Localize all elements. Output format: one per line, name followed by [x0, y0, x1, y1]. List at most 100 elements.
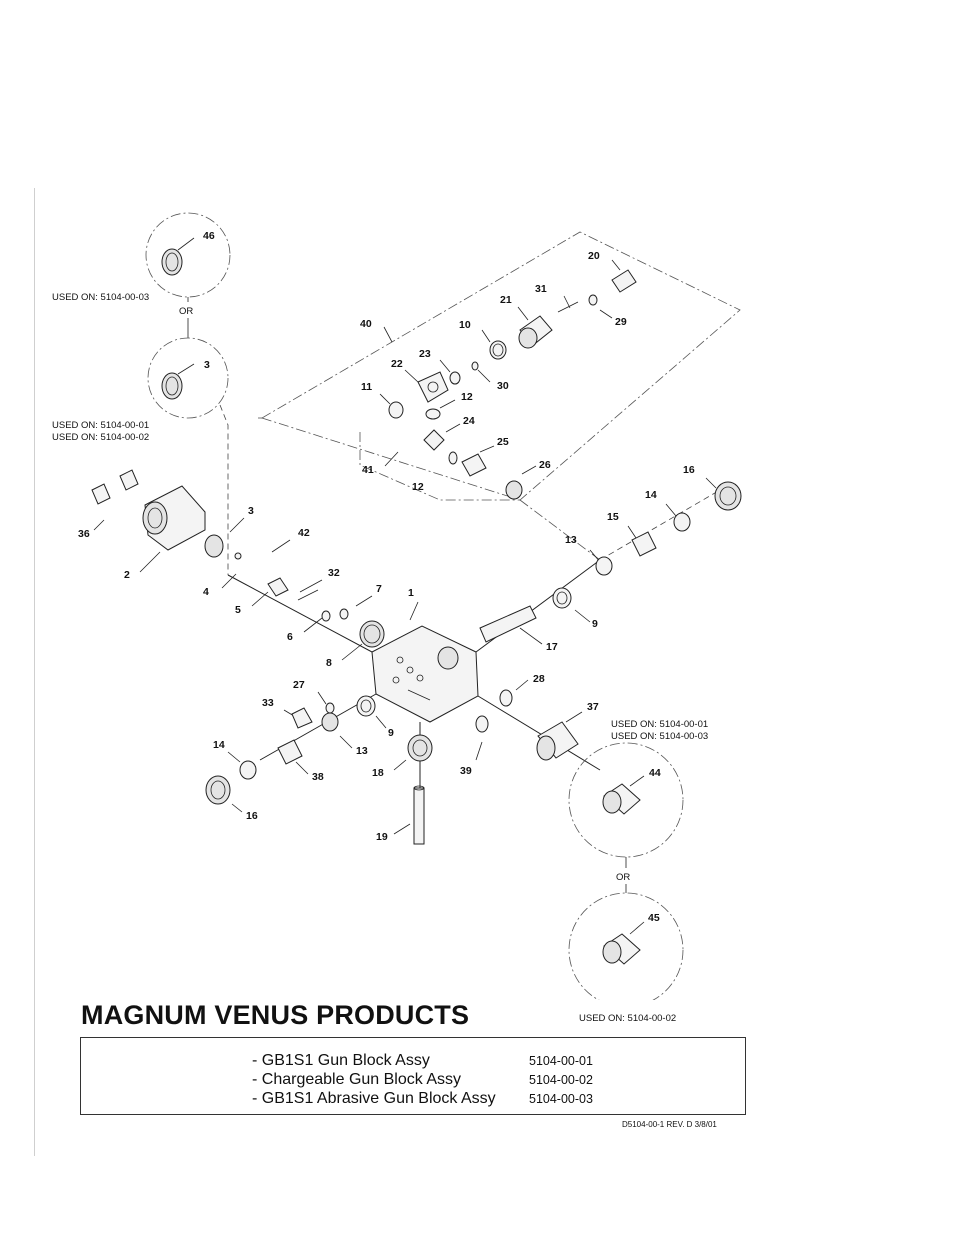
callout-21: 21: [500, 294, 512, 306]
part-3-alt: [161, 372, 183, 400]
brand-title: MAGNUM VENUS PRODUCTS: [81, 1000, 470, 1030]
part-9-right: [552, 587, 572, 609]
part-24: [423, 429, 445, 451]
document-reference: D5104-00-1 REV. D 3/8/01: [622, 1120, 717, 1129]
part-27: [325, 702, 335, 714]
part-13-left: [321, 712, 339, 732]
callout-15: 15: [607, 511, 619, 523]
part-4: [234, 552, 242, 560]
assembly-desc: - GB1S1 Abrasive Gun Block Assy: [252, 1090, 496, 1107]
part-16-left: [205, 775, 231, 805]
callout-3-main: 3: [248, 505, 254, 517]
callout-4: 4: [203, 586, 209, 598]
note-mid-option-1: USED ON: 5104-00-01: [52, 420, 149, 431]
callout-44: 44: [649, 767, 661, 779]
part-20: [611, 269, 637, 293]
detail-circle-44: [568, 742, 684, 858]
callout-23: 23: [419, 348, 431, 360]
assembly-number: 5104-00-01: [529, 1054, 593, 1068]
callout-8: 8: [326, 657, 332, 669]
callout-24: 24: [463, 415, 475, 427]
part-5: [267, 577, 289, 597]
callout-19: 19: [376, 831, 388, 843]
detail-circle-3: [147, 337, 229, 419]
part-2-housing: [144, 485, 206, 551]
part-22: [417, 371, 449, 403]
assembly-row: - GB1S1 Gun Block Assy 5104-00-01: [81, 1052, 745, 1071]
callout-42: 42: [298, 527, 310, 539]
assembly-number: 5104-00-03: [529, 1092, 593, 1106]
callout-26: 26: [539, 459, 551, 471]
assembly-desc: - GB1S1 Gun Block Assy: [252, 1052, 430, 1069]
assembly-row: - GB1S1 Abrasive Gun Block Assy 5104-00-…: [81, 1090, 745, 1109]
assembly-number: 5104-00-02: [529, 1073, 593, 1087]
part-12-upper: [425, 408, 441, 420]
part-36-screw-a: [91, 483, 111, 505]
callout-17: 17: [546, 641, 558, 653]
callout-3-detail: 3: [204, 359, 210, 371]
callout-13-left: 13: [356, 745, 368, 757]
callout-5: 5: [235, 604, 241, 616]
part-12-lower: [448, 451, 458, 465]
callout-20: 20: [588, 250, 600, 262]
detail-circle-46: [145, 212, 231, 298]
callout-9-right: 9: [592, 618, 598, 630]
callout-40: 40: [360, 318, 372, 330]
callout-11: 11: [361, 381, 372, 393]
callout-2: 2: [124, 569, 130, 581]
part-6: [321, 610, 331, 622]
part-30: [471, 361, 479, 371]
part-7: [339, 608, 349, 620]
note-top-or: OR: [179, 306, 193, 317]
part-16-right: [714, 481, 742, 511]
callout-36: 36: [78, 528, 90, 540]
callout-39: 39: [460, 765, 472, 777]
callout-46: 46: [203, 230, 215, 242]
part-11: [388, 401, 404, 419]
part-9-left: [356, 695, 376, 717]
callout-38: 38: [312, 771, 324, 783]
part-23: [449, 371, 461, 385]
note-mid-option-2: USED ON: 5104-00-02: [52, 432, 149, 443]
note-top-option: USED ON: 5104-00-03: [52, 292, 149, 303]
callout-1: 1: [408, 587, 414, 599]
callout-28: 28: [533, 673, 545, 685]
assembly-desc: - Chargeable Gun Block Assy: [252, 1071, 461, 1088]
callout-31: 31: [535, 283, 547, 295]
part-36-screw-b: [119, 469, 139, 491]
part-13-right: [595, 556, 613, 576]
part-17: [479, 605, 537, 643]
part-1-gun-block: [371, 625, 479, 723]
callout-27: 27: [293, 679, 305, 691]
callout-45: 45: [648, 912, 660, 924]
callout-33: 33: [262, 697, 274, 709]
callout-18: 18: [372, 767, 384, 779]
part-28: [499, 689, 513, 707]
callout-25: 25: [497, 436, 509, 448]
callout-13-right: 13: [565, 534, 577, 546]
callout-37: 37: [587, 701, 599, 713]
part-46: [161, 248, 183, 276]
part-14-right: [673, 512, 691, 532]
callout-30: 30: [497, 380, 509, 392]
callout-6: 6: [287, 631, 293, 643]
callout-7: 7: [376, 583, 382, 595]
callout-10: 10: [459, 319, 471, 331]
note-right-option-1: USED ON: 5104-00-01: [611, 719, 708, 730]
callout-9-left: 9: [388, 727, 394, 739]
part-26: [505, 480, 523, 500]
note-bottom-option: USED ON: 5104-00-02: [579, 1013, 677, 1024]
part-33: [291, 707, 313, 729]
part-10: [489, 340, 507, 360]
detail-circle-45: [568, 892, 684, 1000]
callout-16-left: 16: [246, 810, 258, 822]
part-15: [631, 531, 657, 557]
note-right-option-2: USED ON: 5104-00-03: [611, 731, 708, 742]
callout-32: 32: [328, 567, 340, 579]
callout-29: 29: [615, 316, 627, 328]
part-19: [413, 787, 425, 845]
part-38: [277, 739, 303, 765]
callout-14-left: 14: [213, 739, 225, 751]
note-right-or: OR: [616, 872, 630, 883]
